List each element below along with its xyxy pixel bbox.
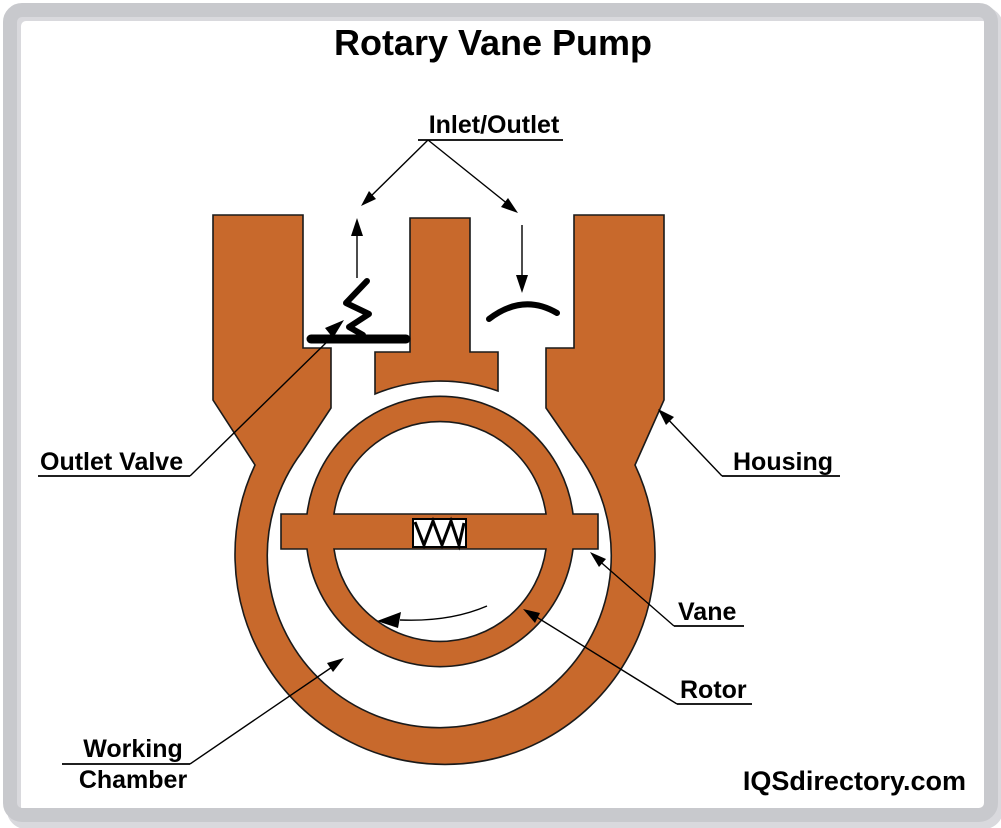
down-arrow-icon [516,275,528,293]
inlet-outlet-leader-right [427,139,510,206]
inlet-outlet-arrowhead-left [361,191,376,206]
working-chamber-label-line1: Working [83,735,183,763]
housing-arrowhead [658,409,674,425]
vane-leader [595,557,675,627]
housing-label: Housing [733,448,833,476]
outlet-valve-leader [189,335,334,477]
page-title: Rotary Vane Pump [334,22,652,63]
outlet-valve-arrowhead [325,320,344,338]
middle-port-shape [374,217,499,396]
housing-leader [662,413,723,477]
rotation-arrow-icon [377,612,401,628]
inlet-outlet-leader-left [365,139,429,202]
inlet-outlet-label: Inlet/Outlet [429,111,560,139]
vane-spring-icon [413,516,466,551]
vane-label: Vane [678,598,736,626]
housing-shape [212,214,665,766]
watermark: IQSdirectory.com [743,766,966,796]
rotor-label: Rotor [680,676,747,704]
working-chamber-arrowhead [327,658,344,672]
working-chamber-label-line2: Chamber [79,766,188,794]
rotation-arrow-curve [399,605,488,621]
inlet-valve-flap-icon [486,301,560,322]
frame-border [3,3,998,822]
inlet-outlet-arrowhead-right [501,198,518,213]
up-arrow-icon [351,218,363,236]
rotor-leader [529,612,678,705]
vane-arrowhead [590,552,606,567]
outlet-valve-label: Outlet Valve [40,448,183,476]
outlet-valve-spring-icon [343,278,372,338]
working-chamber-leader [189,662,339,765]
rotor-arrowhead [523,609,540,623]
